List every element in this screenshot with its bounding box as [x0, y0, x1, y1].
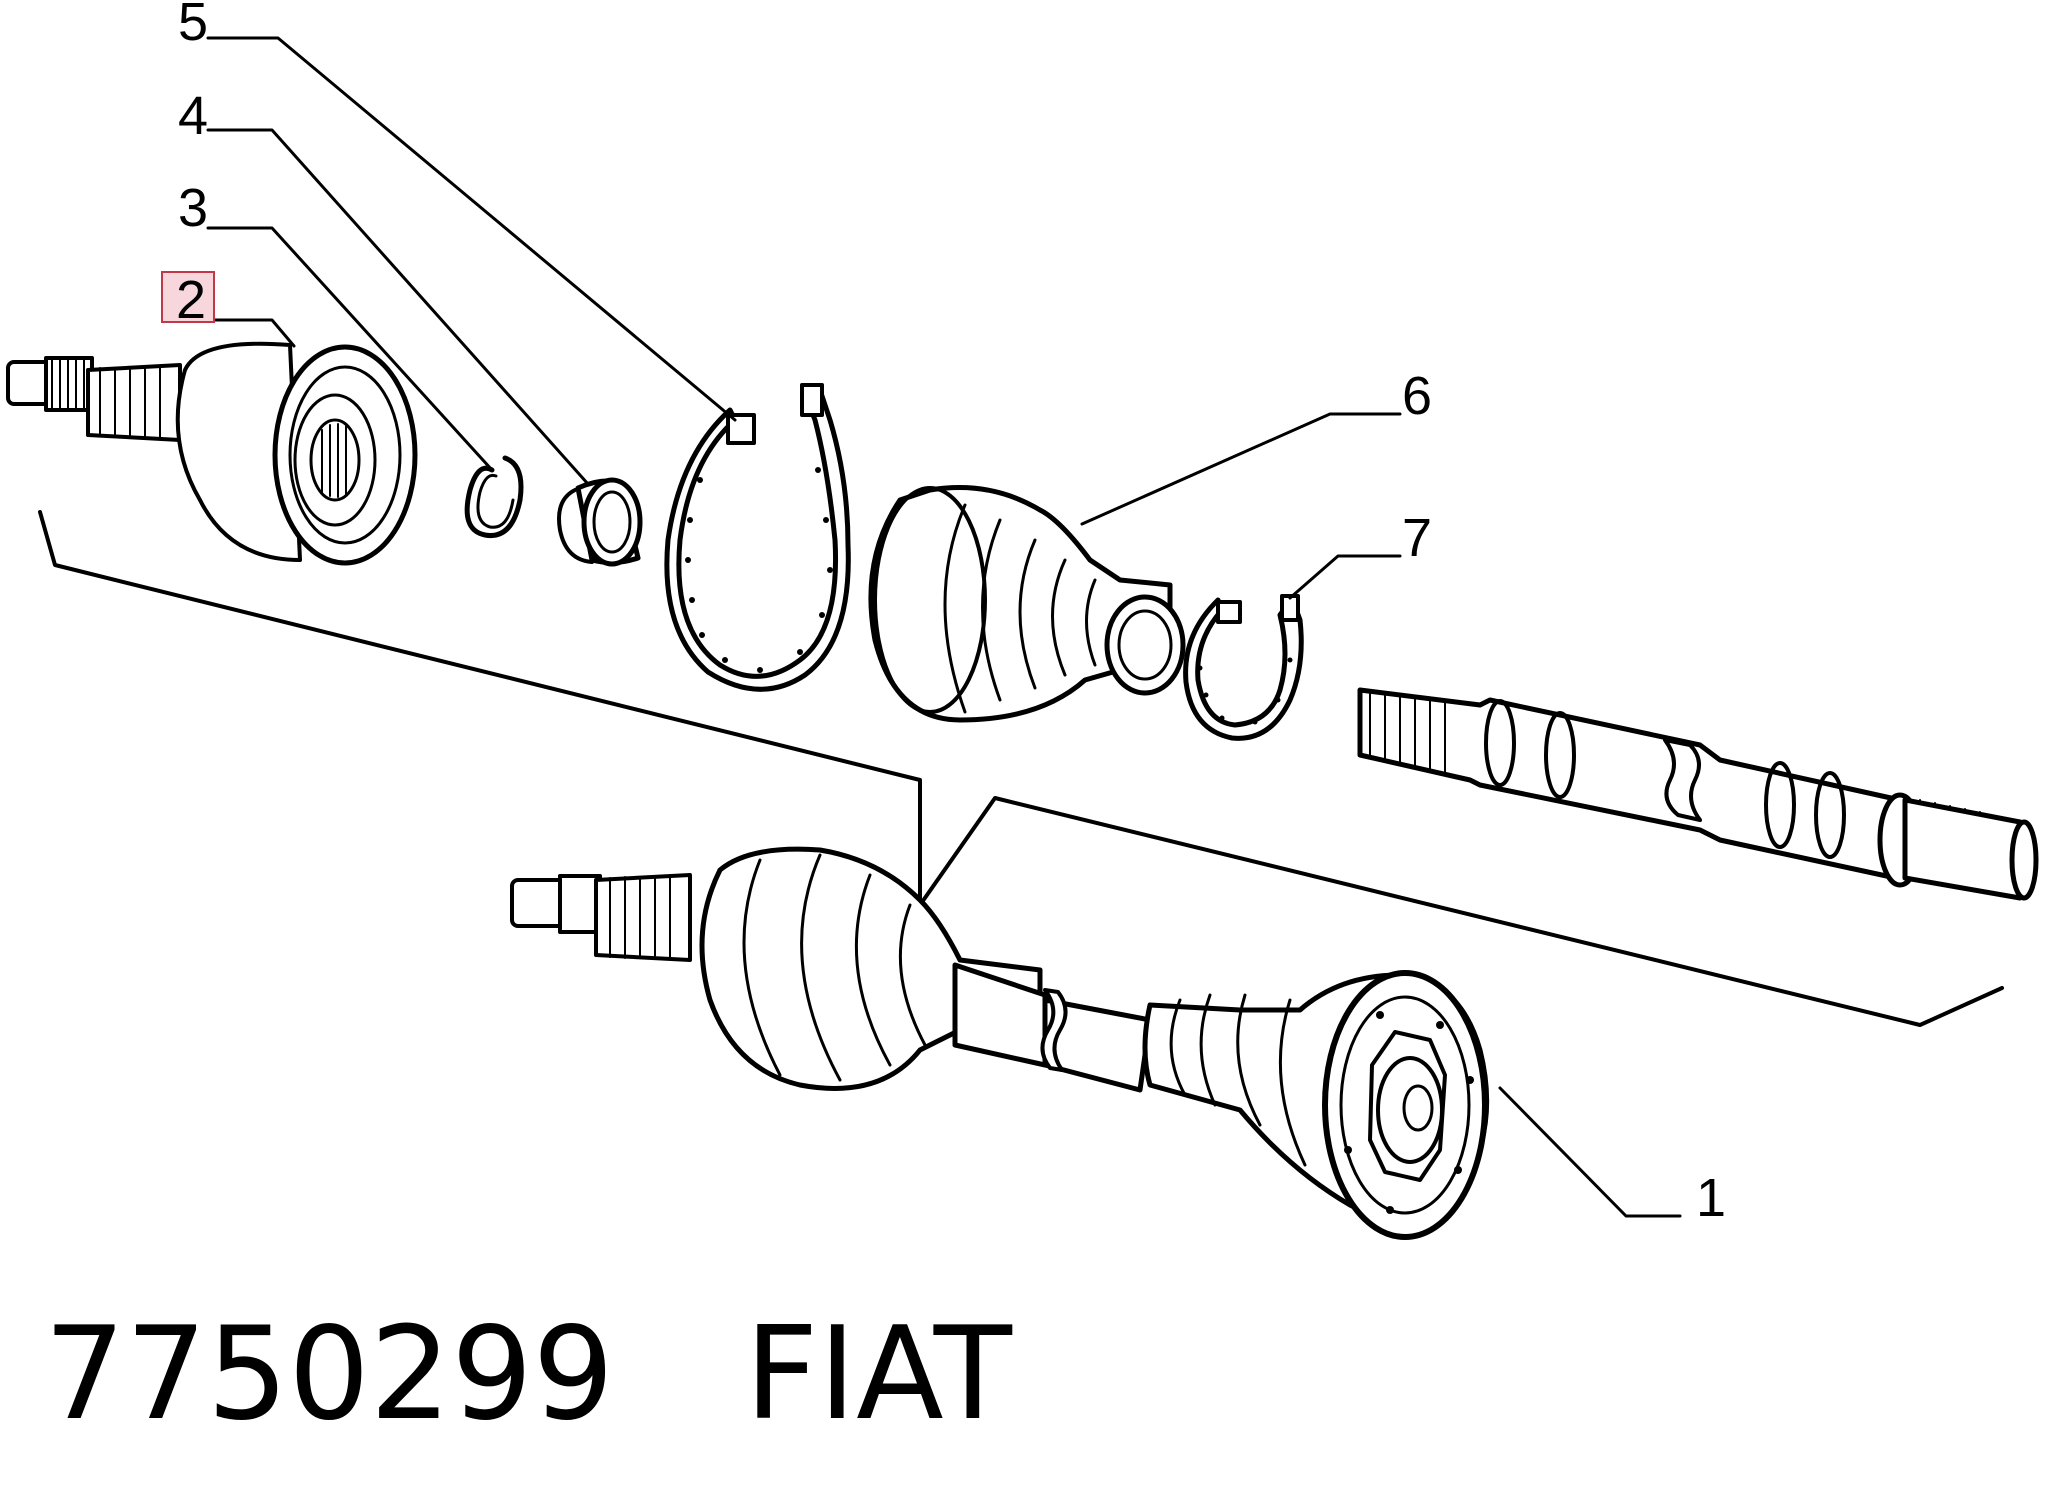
brand-name: FIAT [744, 1300, 1012, 1449]
leader-lines [206, 36, 1682, 1218]
explosion-bracket [38, 510, 2004, 1027]
callout-5: 5 [178, 0, 208, 52]
part-2-joint-housing [6, 341, 418, 566]
part-7-small-clamp [1183, 594, 1304, 741]
callout-2: 2 [176, 270, 206, 330]
part-6-cv-boot [868, 485, 1186, 723]
callout-3: 3 [178, 178, 208, 238]
callout-6: 6 [1402, 366, 1432, 426]
callout-7: 7 [1402, 508, 1432, 568]
callout-4: 4 [178, 86, 208, 146]
callout-1: 1 [1696, 1168, 1726, 1228]
leader-line-7 [1288, 554, 1402, 600]
part-4-ring [557, 477, 643, 567]
leader-line-4 [206, 128, 590, 486]
axle-shaft [1357, 687, 2039, 901]
leader-line-2 [206, 318, 296, 348]
part-number: 7750299 [44, 1300, 615, 1449]
part-5-large-clamp [664, 383, 851, 692]
highlight-border-2 [161, 271, 215, 323]
highlight-box-2 [162, 272, 214, 322]
leader-line-3 [206, 226, 494, 472]
part-1-driveshaft-assembly [510, 846, 1490, 1240]
leader-line-5 [206, 36, 737, 422]
callout-labels: 5 4 3 2 6 7 1 [161, 0, 1726, 1228]
leader-line-6 [1080, 412, 1402, 526]
leader-line-1 [1498, 1086, 1682, 1218]
part-3-circlip [464, 455, 524, 539]
caption: 7750299 FIAT [44, 1300, 1012, 1449]
